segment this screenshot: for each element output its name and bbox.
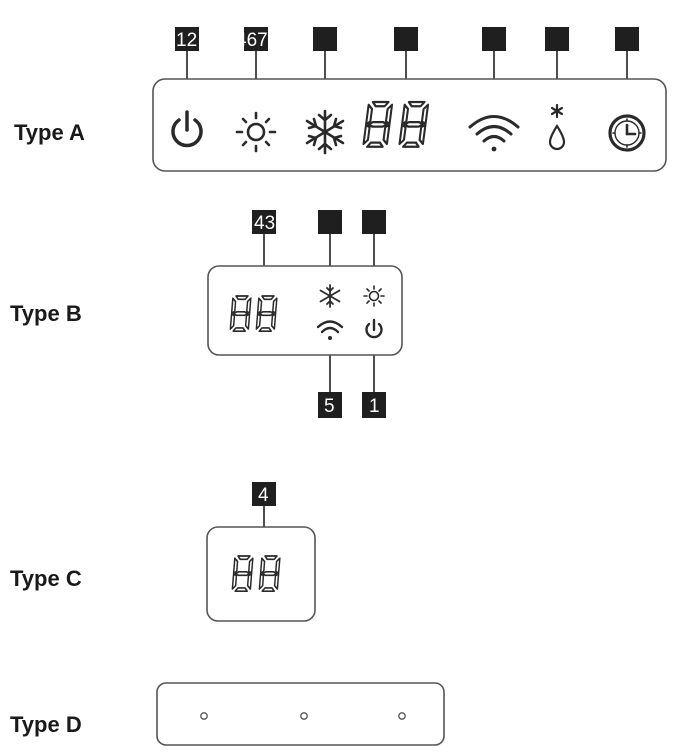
- callout-box: 1: [362, 392, 386, 418]
- type-b-label: Type B: [10, 301, 82, 326]
- snowflake-icon: [305, 109, 345, 155]
- power-icon: [171, 110, 203, 148]
- type-d-section: Type D: [10, 682, 445, 746]
- indicator-dot-icon: [200, 712, 208, 720]
- callout-box: [482, 27, 506, 51]
- callout-box: [545, 27, 569, 51]
- svg-text:1: 1: [369, 396, 380, 417]
- callout-box: 467: [236, 27, 268, 51]
- callout-box: [362, 210, 386, 234]
- wifi-icon: [316, 320, 344, 340]
- type-d-label: Type D: [10, 712, 82, 737]
- indicator-dot-icon: [398, 712, 406, 720]
- type-b-section: Type B 43 5 1: [10, 210, 403, 418]
- svg-text:43: 43: [254, 213, 275, 234]
- power-icon: [365, 318, 383, 339]
- type-a-section: Type A 12 467: [14, 27, 667, 172]
- svg-text:12: 12: [176, 30, 197, 51]
- type-d-panel: [156, 682, 445, 746]
- indicator-dot-icon: [300, 712, 308, 720]
- svg-text:5: 5: [324, 396, 335, 417]
- callout-box: [313, 27, 337, 51]
- callout-box: 12: [175, 27, 199, 51]
- drop-icon: [548, 103, 566, 151]
- callout-box: [394, 27, 418, 51]
- timer-icon: [608, 114, 646, 152]
- callout-box: 43: [252, 210, 276, 234]
- callout-box: 4: [252, 482, 276, 506]
- callout-box: 5: [318, 392, 342, 418]
- type-c-label: Type C: [10, 566, 82, 591]
- type-a-panel: [152, 78, 667, 172]
- snowflake-icon: [319, 284, 341, 308]
- sun-icon: [363, 285, 385, 307]
- type-b-panel: [207, 265, 403, 356]
- svg-text:467: 467: [236, 30, 268, 51]
- type-c-section: Type C 4: [10, 482, 316, 622]
- svg-text:4: 4: [258, 485, 269, 506]
- type-a-label: Type A: [14, 120, 85, 145]
- callout-box: [318, 210, 342, 234]
- sun-icon: [235, 111, 277, 153]
- callout-box: [615, 27, 639, 51]
- wifi-icon: [468, 115, 520, 152]
